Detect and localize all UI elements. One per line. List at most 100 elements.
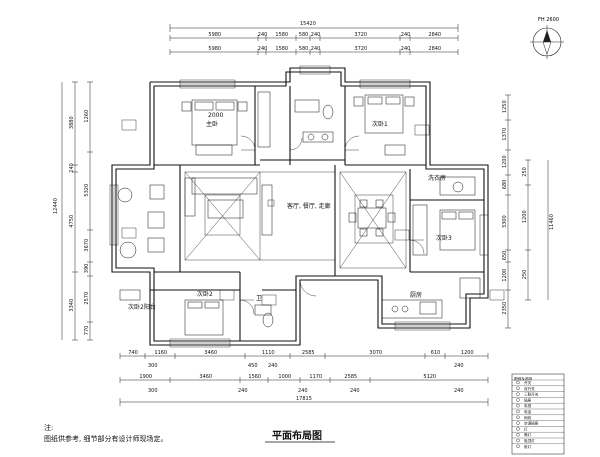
room-labels: 2000 主卧 次卧1 客厅, 餐厅, 走廊 洗衣房 次卧3 次卧2 次卧2阳台… — [128, 112, 452, 311]
legend-symbol-icon — [516, 404, 520, 408]
room-secondary-3-label: 次卧3 — [436, 234, 452, 242]
dim-right-inner: 1250 — [502, 100, 508, 113]
dim-left-outer: 240 — [69, 163, 75, 173]
dim-right-inner: 3300 — [502, 215, 508, 228]
legend-symbol-icon — [516, 386, 520, 390]
dim-bottom-row2-sub: 240 — [454, 388, 464, 394]
room-living-label: 客厅, 餐厅, 走廊 — [287, 202, 331, 210]
dim-bottom-total: 17815 — [296, 396, 312, 402]
windows — [109, 65, 489, 348]
dim-top-row2: 240 — [401, 46, 411, 52]
dim-left-outer: 4750 — [69, 215, 75, 228]
legend-item: 三联开关 — [524, 392, 539, 397]
dim-left-inner: 5320 — [84, 184, 90, 197]
legend-symbol-icon — [516, 438, 520, 443]
room-master-tag: 2000 — [208, 112, 223, 119]
dim-top-row1: 240 — [311, 32, 321, 38]
dim-left-inner: 3670 — [84, 239, 90, 252]
notes-body: 图纸供参考, 细节部分有设计师现场定。 — [44, 434, 167, 443]
dim-right-inner: 2350 — [502, 302, 508, 315]
legend-item: 灯 — [524, 426, 528, 431]
legend-item: 网线 — [524, 415, 532, 420]
legend-item: 双开关 — [524, 386, 535, 391]
dim-bottom-row2: 1900 — [139, 374, 152, 380]
legend-item: 射灯 — [524, 444, 532, 449]
legend-symbol-icon — [516, 398, 520, 402]
dim-top-row2: 3720 — [354, 46, 367, 52]
dim-top-row2: 240 — [258, 46, 268, 52]
walls — [111, 67, 489, 346]
dim-bottom-row2: 1560 — [248, 374, 261, 380]
dim-top-row1: 5980 — [208, 32, 221, 38]
dim-left-outer: 3880 — [69, 116, 75, 129]
dim-top-row1: 240 — [258, 32, 268, 38]
dim-bottom-row1: 1160 — [154, 350, 167, 356]
dim-top-row2: 2840 — [428, 46, 441, 52]
doors — [239, 135, 425, 315]
dim-top-row2: 240 — [311, 46, 321, 52]
dim-right-inner: 1370 — [502, 128, 508, 141]
dim-bottom-row1-sub: 300 — [148, 363, 158, 369]
legend-item: 插座 — [524, 397, 532, 402]
legend-symbol-icon — [516, 433, 520, 437]
dim-left-inner: 770 — [84, 326, 90, 336]
dim-top-total: 15420 — [300, 21, 316, 27]
dim-bottom-row1: 1200 — [461, 350, 474, 356]
dim-right-outer: 250 — [522, 167, 528, 177]
legend-symbol-icon — [516, 409, 520, 414]
dim-right-total: 11460 — [549, 214, 555, 230]
room-laundry-label: 洗衣房 — [428, 174, 446, 182]
legend-item: 吸顶灯 — [524, 438, 535, 443]
dim-bottom-row2-sub: 240 — [298, 388, 308, 394]
dim-right-outer: 250 — [522, 270, 528, 280]
ceiling-lines — [184, 171, 407, 269]
legend-symbol-icon — [516, 444, 520, 448]
dim-bottom-row1-sub: 240 — [268, 363, 278, 369]
dim-left-inner: 1260 — [84, 110, 90, 123]
legend-symbol-icon — [516, 392, 520, 396]
compass-label: FH 2600 — [538, 17, 559, 23]
switch-markers — [121, 119, 505, 306]
legend-item: 筒灯 — [524, 432, 532, 437]
legend-item: 空调插座 — [524, 421, 539, 426]
legend-symbol-icon — [516, 415, 520, 419]
room-secondary-1-label: 次卧1 — [372, 120, 388, 128]
legend-symbol-icon — [516, 421, 520, 425]
legend-item: 电话 — [524, 409, 532, 414]
room-kitchen-label: 厨房 — [410, 291, 422, 299]
furniture — [117, 91, 481, 336]
dim-top-row1: 580 — [299, 32, 309, 38]
dim-bottom-row1-sub: 450 — [248, 363, 258, 369]
legend-symbol-icon — [516, 380, 520, 385]
dim-bottom-row1: 3070 — [369, 350, 382, 356]
north-arrow: FH 2600 — [530, 17, 564, 59]
dim-right-inner: 1200 — [502, 155, 508, 168]
dim-top-row1: 2840 — [428, 32, 441, 38]
dim-left-outer: 3340 — [69, 299, 75, 312]
dim-right-inner: 1200 — [502, 269, 508, 282]
dim-bottom-row2: 3460 — [199, 374, 212, 380]
dim-bottom-row1: 1110 — [262, 350, 275, 356]
dim-bottom-row1-sub: 240 — [454, 363, 464, 369]
dim-right-inner: 650 — [502, 251, 508, 261]
dim-bottom-row2: 1170 — [309, 374, 322, 380]
notes: 注: 图纸供参考, 细节部分有设计师现场定。 — [44, 423, 167, 443]
dim-left-inner: 2570 — [84, 292, 90, 305]
dim-top-row1: 240 — [401, 32, 411, 38]
dim-top-row1: 1580 — [275, 32, 288, 38]
room-master-label: 主卧 — [206, 120, 218, 128]
room-secondary-2-label: 次卧2 — [197, 290, 213, 298]
dim-left-inner: 390 — [84, 264, 90, 274]
notes-head: 注: — [44, 423, 53, 432]
dim-bottom-row2-sub: 240 — [350, 388, 360, 394]
room-wc-label: 卫 — [256, 295, 262, 302]
legend-title: 图例及说明 — [514, 376, 532, 381]
dim-bottom-row2: 5120 — [423, 374, 436, 380]
